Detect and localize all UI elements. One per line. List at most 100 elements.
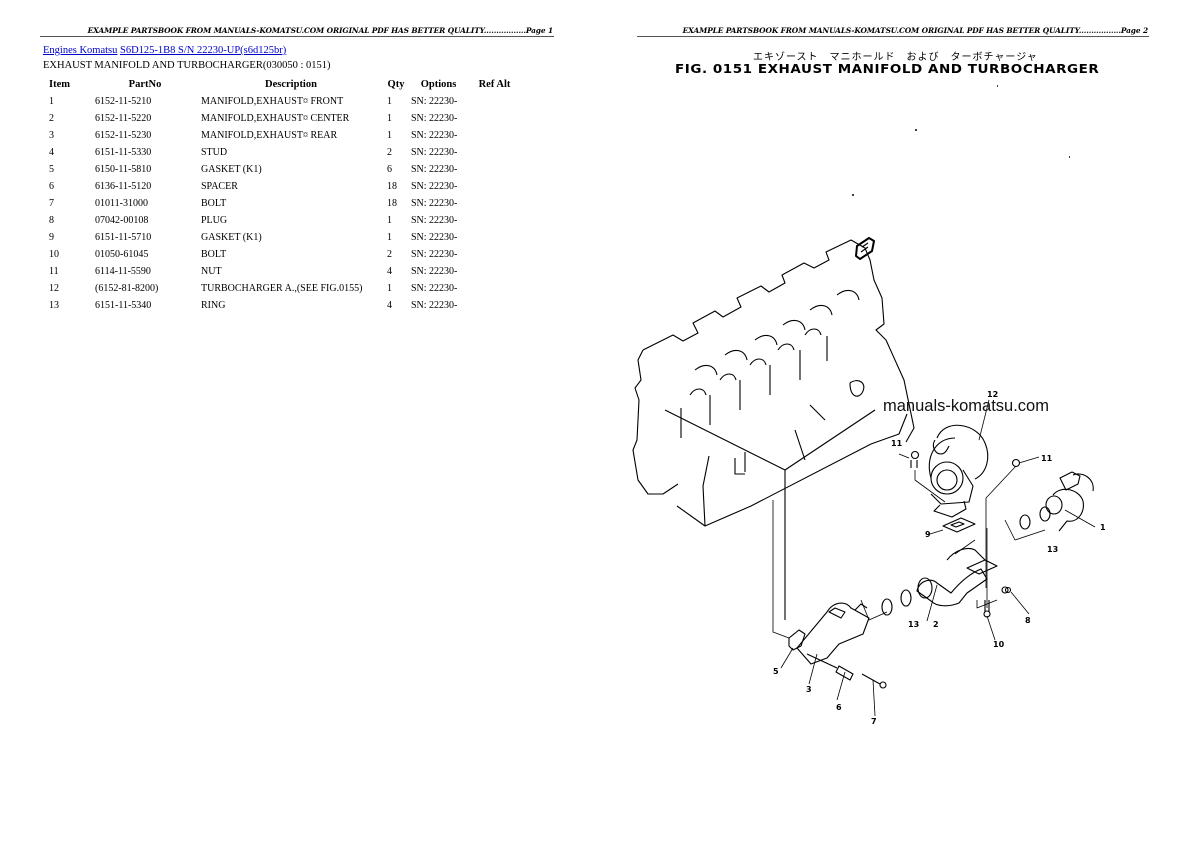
breadcrumb-link-engines[interactable]: Engines Komatsu <box>43 45 118 56</box>
breadcrumb-link-model[interactable]: S6D125-1B8 S/N 22230-UP(s6d125br) <box>120 45 287 56</box>
breadcrumb: Engines Komatsu S6D125-1B8 S/N 22230-UP(… <box>43 45 286 56</box>
cell-item: 8 <box>49 215 54 226</box>
cell-partno: 6151-11-5340 <box>95 300 152 311</box>
callout-6: 6 <box>836 703 842 712</box>
cell-refalt <box>469 263 520 280</box>
cell-partno: 6151-11-5330 <box>95 147 152 158</box>
cell-partno: 07042-00108 <box>95 215 149 226</box>
cell-refalt <box>469 297 520 314</box>
parts-table: Item PartNo Description Qty Options Ref … <box>44 76 520 314</box>
cell-options: SN: 22230- <box>411 300 458 311</box>
col-options: Options <box>420 79 457 90</box>
cell-refalt <box>469 110 520 127</box>
cell-item: 6 <box>49 181 54 192</box>
cell-description: MANIFOLD,EXHAUST¤ REAR <box>201 130 338 141</box>
cell-qty: 4 <box>387 300 392 311</box>
cell-description: STUD <box>201 147 228 158</box>
cell-options: SN: 22230- <box>411 113 458 124</box>
manifold-front-icon <box>1045 471 1094 532</box>
callout-1: 1 <box>1100 523 1106 532</box>
cell-options: SN: 22230- <box>411 96 458 107</box>
cell-options: SN: 22230- <box>411 283 458 294</box>
table-row: 1 6152-11-5210 MANIFOLD,EXHAUST¤ FRONT 1 SN:… <box>44 93 520 110</box>
section-title: EXHAUST MANIFOLD AND TURBOCHARGER(030050… <box>43 60 331 71</box>
cell-options: SN: 22230- <box>411 164 458 175</box>
cell-qty: 6 <box>387 164 392 175</box>
col-item: Item <box>49 79 70 90</box>
cell-description: SPACER <box>201 181 238 192</box>
callout-3: 3 <box>806 685 812 694</box>
nut-icon <box>910 450 1021 468</box>
diagram-page: EXAMPLE PARTSBOOK FROM MANUALS-KOMATSU.C… <box>595 0 1190 842</box>
spacer-bolt-icon <box>806 653 887 689</box>
exploded-parts-diagram: 12 11 11 1 13 9 2 13 8 10 5 3 6 7 <box>632 85 1106 726</box>
page-header: EXAMPLE PARTSBOOK FROM MANUALS-KOMATSU.C… <box>87 26 554 35</box>
cell-item: 13 <box>49 300 59 311</box>
callout-11a: 11 <box>891 439 903 448</box>
cell-description: TURBOCHARGER A.,(SEE FIG.0155) <box>201 283 363 294</box>
callout-9: 9 <box>925 530 931 539</box>
cell-qty: 1 <box>387 113 392 124</box>
col-partno: PartNo <box>128 79 162 90</box>
cell-item: 1 <box>49 96 54 107</box>
cell-options: SN: 22230- <box>411 147 458 158</box>
cell-partno: 6152-11-5210 <box>95 96 152 107</box>
scan-specks <box>852 85 1070 196</box>
table-row: 12 (6152-81-8200) TURBOCHARGER A.,(SEE FIG… <box>44 280 520 297</box>
cell-item: 3 <box>49 130 54 141</box>
cell-options: SN: 22230- <box>411 232 458 243</box>
cell-qty: 18 <box>387 181 397 192</box>
cell-partno: (6152-81-8200) <box>95 283 159 294</box>
cell-qty: 1 <box>387 232 392 243</box>
cell-item: 7 <box>49 198 54 209</box>
cell-qty: 1 <box>387 96 392 107</box>
cell-options: SN: 22230- <box>411 249 458 260</box>
callout-5: 5 <box>773 667 779 676</box>
callout-7: 7 <box>871 717 877 726</box>
ring-icon <box>881 506 1051 616</box>
cell-refalt <box>469 280 520 297</box>
cell-qty: 4 <box>387 266 392 277</box>
bolt-plug-icon <box>983 586 1012 618</box>
cell-options: SN: 22230- <box>411 215 458 226</box>
cell-qty: 2 <box>387 249 392 260</box>
cell-item: 12 <box>49 283 59 294</box>
engine-block-icon <box>632 239 915 620</box>
cell-refalt <box>469 144 520 161</box>
cell-description: BOLT <box>201 249 227 260</box>
cell-item: 4 <box>49 147 54 158</box>
cell-description: PLUG <box>201 215 228 226</box>
page-header: EXAMPLE PARTSBOOK FROM MANUALS-KOMATSU.C… <box>682 26 1149 35</box>
cell-options: SN: 22230- <box>411 198 458 209</box>
table-header-row: Item PartNo Description Qty Options Ref … <box>44 76 520 93</box>
cell-options: SN: 22230- <box>411 266 458 277</box>
callout-11b: 11 <box>1041 454 1053 463</box>
turbocharger-icon <box>928 424 989 518</box>
cell-partno: 6152-11-5220 <box>95 113 152 124</box>
cell-refalt <box>469 212 520 229</box>
cell-qty: 18 <box>387 198 397 209</box>
header-divider <box>40 36 554 37</box>
cell-qty: 1 <box>387 283 392 294</box>
manifold-center-icon <box>916 547 1009 607</box>
gasket-9-icon <box>942 517 976 533</box>
figure-title: FIG. 0151 EXHAUST MANIFOLD AND TURBOCHAR… <box>675 61 1100 76</box>
cell-description: MANIFOLD,EXHAUST¤ CENTER <box>201 113 350 124</box>
watermark: manuals-komatsu.com <box>883 397 1049 415</box>
callout-8: 8 <box>1025 616 1031 625</box>
cell-refalt <box>469 161 520 178</box>
cell-description: GASKET (K1) <box>201 164 262 175</box>
cell-partno: 6136-11-5120 <box>95 181 152 192</box>
cell-options: SN: 22230- <box>411 130 458 141</box>
col-qty: Qty <box>387 79 405 90</box>
cell-qty: 1 <box>387 130 392 141</box>
col-description: Description <box>265 79 317 90</box>
cell-description: MANIFOLD,EXHAUST¤ FRONT <box>201 96 344 107</box>
